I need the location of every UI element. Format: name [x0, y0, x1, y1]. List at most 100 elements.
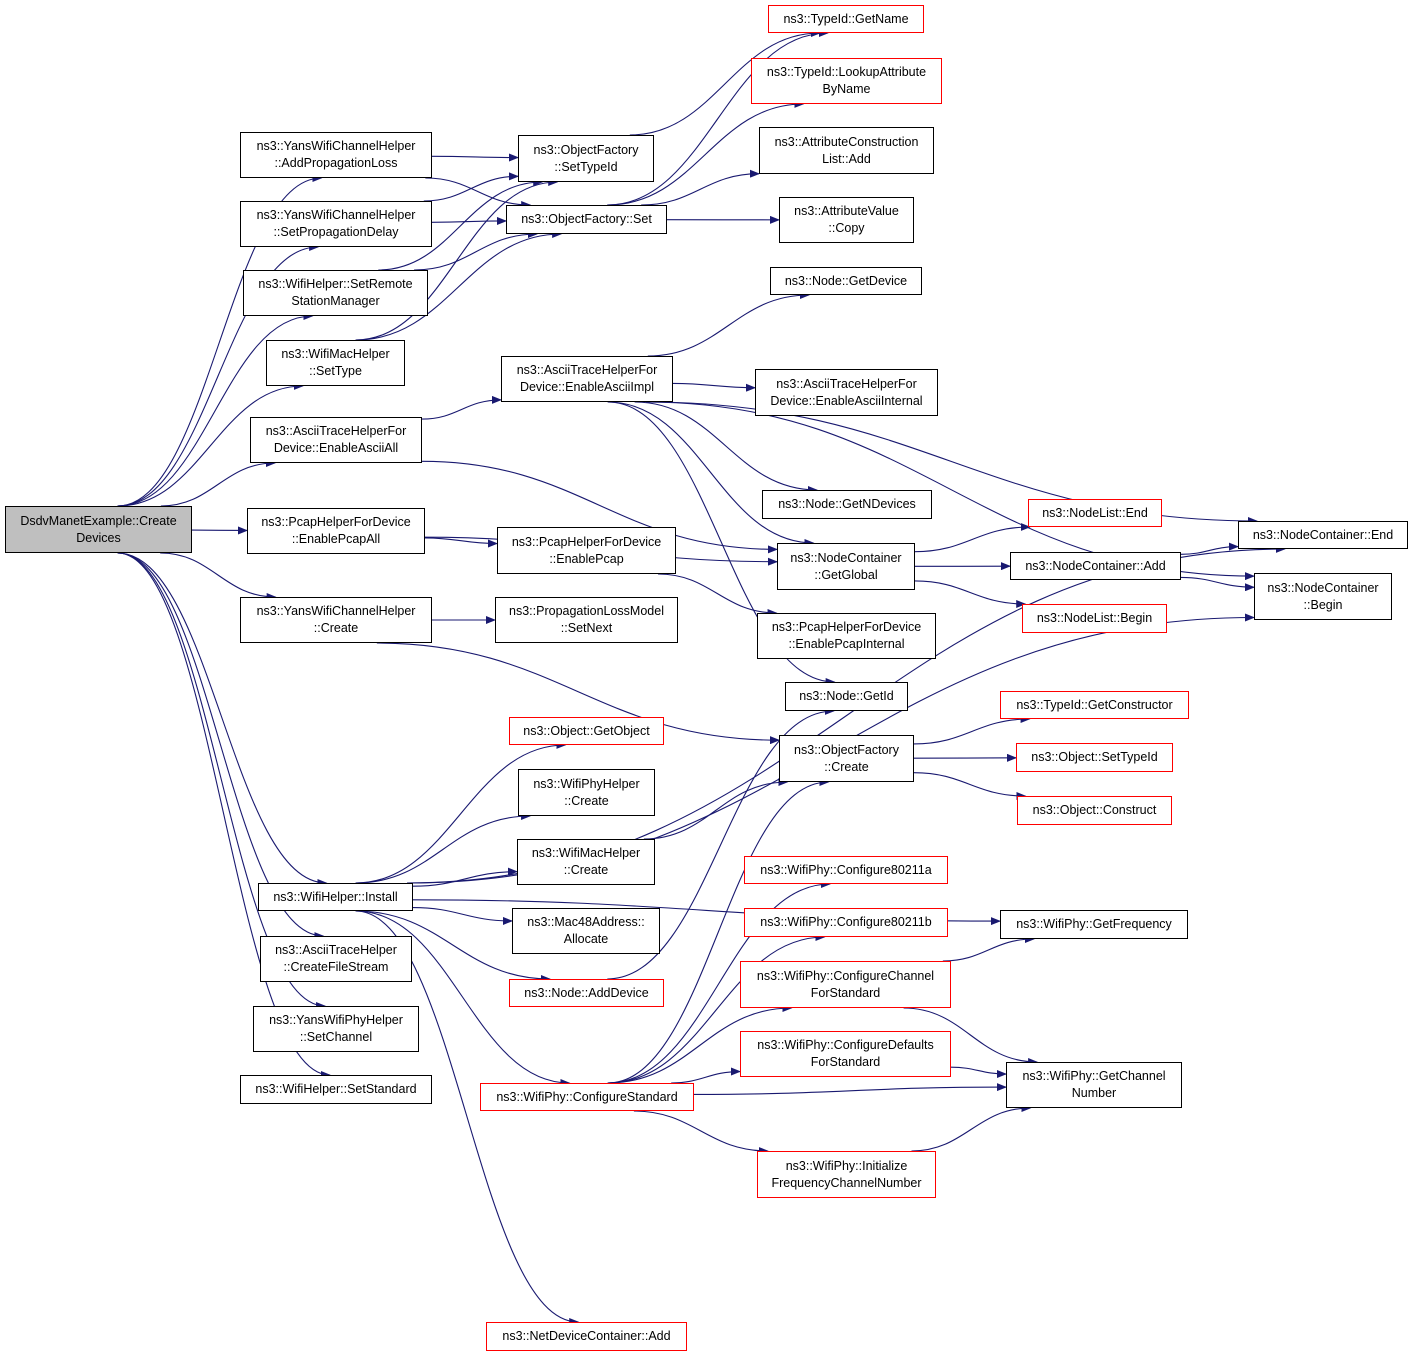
edge-n_wifihelper_install-to-n_wifiphyhelper_create [355, 812, 532, 884]
edge-n_nc_getglobal-to-n_nodelist_begin [914, 580, 1027, 608]
node-n_obj_settypeid[interactable]: ns3::Object::SetTypeId [1016, 743, 1173, 772]
edge-n_setpropdelay-to-n_of_settypeid [423, 172, 519, 202]
edge-n_node_adddevice-to-n_node_getid [607, 707, 835, 980]
edge-n_enableasciiimpl-to-n_node_getid [607, 401, 836, 686]
node-n_wifiphyhelper_create[interactable]: ns3::WifiPhyHelper ::Create [518, 769, 655, 816]
node-n_nodelist_begin[interactable]: ns3::NodeList::Begin [1022, 604, 1167, 633]
edge-n_wifihelper_install-to-n_wifimachelper_create [412, 867, 518, 887]
node-n_getfrequency[interactable]: ns3::WifiPhy::GetFrequency [1000, 910, 1188, 939]
edge-n_of_set-to-n_typeid_getname [607, 29, 829, 206]
node-n_of_create[interactable]: ns3::ObjectFactory ::Create [779, 735, 914, 782]
edge-n_cfgchannelforstd-to-n_getchannelnumber [903, 1007, 1039, 1066]
edge-n_of_create-to-n_typeid_getconstructor [913, 715, 1031, 745]
edge-n_wifimac_settype-to-n_of_settypeid [355, 178, 559, 341]
edge-root-to-n_setpropdelay [117, 243, 320, 507]
edge-n_enablepcapall-to-n_enablepcap [424, 537, 498, 548]
node-n_enableasciiall[interactable]: ns3::AsciiTraceHelperFor Device::EnableA… [250, 417, 422, 463]
edge-n_nc_getglobal-to-n_nodelist_end [914, 523, 1031, 553]
edge-root-to-n_wifimac_settype [117, 382, 304, 507]
node-n_obj_construct[interactable]: ns3::Object::Construct [1017, 796, 1172, 825]
node-root[interactable]: DsdvManetExample::Create Devices [5, 506, 192, 553]
node-n_typeid_getconstructor[interactable]: ns3::TypeId::GetConstructor [1000, 691, 1189, 719]
edge-n_configurestandard-to-n_getchannelnumber [693, 1083, 1007, 1096]
node-n_node_getdevice[interactable]: ns3::Node::GetDevice [770, 267, 922, 295]
edge-n_of_settypeid-to-n_typeid_getname [629, 29, 821, 136]
edge-n_wifihelper_install-to-n_obj_getobject [355, 741, 567, 884]
node-n_setremote[interactable]: ns3::WifiHelper::SetRemote StationManage… [243, 270, 428, 316]
edge-n_wifihelper_install-to-n_node_adddevice [355, 910, 551, 983]
edge-n_wifihelper_install-to-n_ndc_add [355, 910, 580, 1326]
edge-root-to-n_wifihelper_install [117, 552, 328, 887]
edge-n_enablepcap-to-n_enablepcapinternal [657, 573, 778, 617]
node-n_nc_begin[interactable]: ns3::NodeContainer ::Begin [1254, 573, 1392, 620]
edge-n_enableasciiimpl-to-n_node_getndevices [634, 401, 818, 494]
edge-n_wifimachelper_create-to-n_of_create [643, 778, 789, 840]
node-n_node_getndevices[interactable]: ns3::Node::GetNDevices [762, 490, 932, 519]
node-n_enableasciiinternal[interactable]: ns3::AsciiTraceHelperFor Device::EnableA… [755, 369, 938, 416]
node-n_enableasciiimpl[interactable]: ns3::AsciiTraceHelperFor Device::EnableA… [501, 356, 673, 402]
node-n_nc_end[interactable]: ns3::NodeContainer::End [1238, 521, 1408, 549]
node-n_createfilestream[interactable]: ns3::AsciiTraceHelper ::CreateFileStream [260, 936, 412, 982]
node-n_cfg80211b[interactable]: ns3::WifiPhy::Configure80211b [744, 908, 948, 937]
node-n_ndc_add[interactable]: ns3::NetDeviceContainer::Add [486, 1322, 687, 1351]
edge-n_of_create-to-n_obj_construct [913, 772, 1027, 800]
node-n_typeid_getname[interactable]: ns3::TypeId::GetName [768, 5, 924, 33]
edge-n_configurestandard-to-n_cfg80211a [607, 880, 832, 1084]
node-n_nodelist_end[interactable]: ns3::NodeList::End [1028, 499, 1162, 527]
edge-n_nc_add-to-n_nc_begin [1180, 576, 1255, 592]
edge-n_cfgdefaultsforstd-to-n_getchannelnumber [950, 1066, 1007, 1079]
node-n_addproploss[interactable]: ns3::YansWifiChannelHelper ::AddPropagat… [240, 132, 432, 178]
edge-n_enableasciiimpl-to-n_nc_getglobal [607, 401, 815, 547]
node-n_obj_getobject[interactable]: ns3::Object::GetObject [509, 717, 664, 745]
node-n_attrconstr_add[interactable]: ns3::AttributeConstruction List::Add [759, 127, 934, 174]
edge-n_enableasciiall-to-n_enableasciiimpl [421, 395, 502, 420]
node-n_node_adddevice[interactable]: ns3::Node::AddDevice [509, 979, 664, 1007]
edge-n_enableasciiimpl-to-n_nc_end [645, 401, 1258, 525]
node-n_setstandard[interactable]: ns3::WifiHelper::SetStandard [240, 1075, 432, 1104]
node-n_enablepcap[interactable]: ns3::PcapHelperForDevice ::EnablePcap [497, 527, 676, 574]
node-n_setchannel[interactable]: ns3::YansWifiPhyHelper ::SetChannel [253, 1006, 419, 1052]
edge-n_wifimac_settype-to-n_of_set [355, 230, 563, 341]
edge-n_enableasciiimpl-to-n_node_getdevice [647, 291, 810, 357]
node-n_nc_getglobal[interactable]: ns3::NodeContainer ::GetGlobal [777, 543, 915, 590]
node-n_enablepcapall[interactable]: ns3::PcapHelperForDevice ::EnablePcapAll [247, 508, 425, 554]
node-n_getchannelnumber[interactable]: ns3::WifiPhy::GetChannel Number [1006, 1062, 1182, 1108]
node-n_node_getid[interactable]: ns3::Node::GetId [785, 682, 908, 711]
node-n_setnext[interactable]: ns3::PropagationLossModel ::SetNext [495, 597, 678, 643]
edge-n_of_set-to-n_lookupattr [607, 100, 805, 206]
edge-n_enableasciiall-to-n_nc_getglobal [421, 460, 778, 554]
edge-n_configurestandard-to-n_cfgdefaultsforstd [671, 1067, 741, 1084]
edge-n_addproploss-to-n_of_set [425, 177, 532, 209]
node-n_setpropdelay[interactable]: ns3::YansWifiChannelHelper ::SetPropagat… [240, 201, 432, 247]
node-n_attrvalue_copy[interactable]: ns3::AttributeValue ::Copy [779, 197, 914, 243]
node-n_wifihelper_install[interactable]: ns3::WifiHelper::Install [258, 883, 413, 911]
node-n_wifimachelper_create[interactable]: ns3::WifiMacHelper ::Create [517, 839, 655, 885]
edge-root-to-n_enableasciiall [160, 459, 276, 507]
edge-n_setremote-to-n_of_settypeid [378, 178, 544, 271]
node-n_wifimac_settype[interactable]: ns3::WifiMacHelper ::SetType [266, 340, 405, 386]
node-n_of_set[interactable]: ns3::ObjectFactory::Set [506, 205, 667, 234]
node-n_configurestandard[interactable]: ns3::WifiPhy::ConfigureStandard [480, 1083, 694, 1111]
node-n_mac48_allocate[interactable]: ns3::Mac48Address:: Allocate [512, 908, 660, 954]
node-n_cfg80211a[interactable]: ns3::WifiPhy::Configure80211a [744, 856, 948, 884]
edge-n_addproploss-to-n_of_settypeid [431, 153, 519, 162]
edge-root-to-n_ywch_create [160, 552, 277, 601]
node-n_cfgdefaultsforstd[interactable]: ns3::WifiPhy::ConfigureDefaults ForStand… [740, 1031, 951, 1077]
edge-n_setpropdelay-to-n_of_set [431, 216, 507, 225]
edge-n_configurestandard-to-n_cfg80211b [607, 933, 826, 1084]
node-n_cfgchannelforstd[interactable]: ns3::WifiPhy::ConfigureChannel ForStanda… [740, 961, 951, 1008]
edge-n_of_set-to-n_attrconstr_add [641, 169, 760, 206]
edge-n_configurestandard-to-n_cfgchannelforstd [607, 1004, 793, 1084]
edge-n_enableasciiimpl-to-n_enableasciiinternal [672, 382, 756, 392]
edge-root-to-n_addproploss [117, 174, 323, 507]
node-n_nc_add[interactable]: ns3::NodeContainer::Add [1010, 552, 1181, 580]
node-n_initfreqchannel[interactable]: ns3::WifiPhy::Initialize FrequencyChanne… [757, 1151, 936, 1198]
node-n_ywch_create[interactable]: ns3::YansWifiChannelHelper ::Create [240, 597, 432, 643]
edge-n_nc_add-to-n_nc_end [1180, 542, 1239, 555]
node-n_of_settypeid[interactable]: ns3::ObjectFactory ::SetTypeId [518, 135, 654, 182]
node-n_lookupattr[interactable]: ns3::TypeId::LookupAttribute ByName [751, 58, 942, 104]
edge-root-to-n_setremote [117, 312, 314, 507]
node-n_enablepcapinternal[interactable]: ns3::PcapHelperForDevice ::EnablePcapInt… [757, 613, 936, 659]
